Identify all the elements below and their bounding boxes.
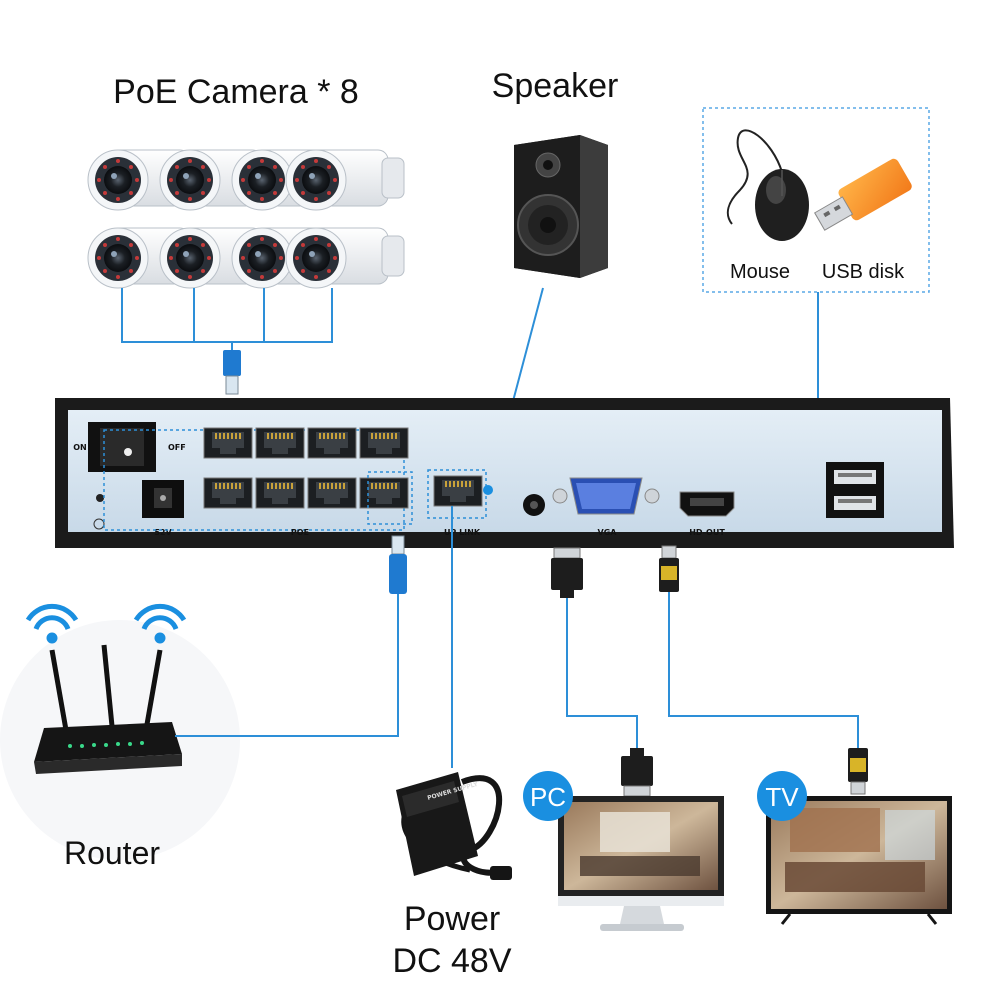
- poe-port-bank: POE: [203, 427, 409, 537]
- tv-icon: [766, 796, 952, 925]
- power-label-line1: Power: [404, 900, 500, 938]
- uplink-label: UP LINK: [444, 528, 481, 537]
- uplink-port: UP LINK: [427, 469, 487, 537]
- poe-port: [255, 477, 305, 509]
- hdmi-label: HD-OUT: [689, 528, 725, 537]
- hdmi-plug-icon: [659, 545, 679, 592]
- router-cable: [175, 594, 399, 737]
- mouse-label: Mouse: [730, 261, 790, 283]
- vga-plug-icon: [621, 748, 653, 797]
- audio-jack: [523, 494, 545, 516]
- router-icon: [34, 644, 182, 774]
- switch-off-label: OFF: [168, 443, 186, 452]
- ethernet-plug-icon: [389, 535, 407, 594]
- poe-port: [359, 477, 409, 509]
- camera-group: [87, 149, 405, 289]
- nvr-device: ON OFF 52V POE: [55, 398, 954, 548]
- nvr-rear-panel: [68, 410, 942, 532]
- hdmi-port: HD-OUT: [679, 491, 735, 537]
- pc-monitor-icon: [558, 796, 724, 931]
- wifi-icon: [25, 603, 79, 644]
- usb-disk-icon: [814, 158, 912, 231]
- vga-label: VGA: [598, 528, 618, 537]
- power-adapter-icon: POWER SUPPLY: [396, 772, 512, 880]
- tv-badge-text: TV: [765, 782, 799, 812]
- ethernet-plug-icon: [223, 350, 241, 395]
- poe-port-label: POE: [291, 528, 309, 537]
- poe-port: [307, 427, 357, 459]
- speaker-icon: [514, 135, 608, 278]
- usb-label: USB disk: [822, 261, 905, 283]
- switch-on-label: ON: [73, 443, 87, 452]
- camera-cables: [121, 288, 333, 352]
- speaker-connect-dot: [483, 485, 493, 495]
- usb-ports: [826, 462, 884, 518]
- dc-port-label: 52V: [154, 528, 172, 537]
- poe-port: [359, 427, 409, 459]
- ground-icon: [93, 518, 105, 530]
- pc-badge: PC: [523, 771, 573, 821]
- dc-power-port: 52V: [142, 480, 184, 537]
- vga-cable: [566, 598, 638, 748]
- mouse-icon: [726, 129, 809, 241]
- peripherals-box: [702, 107, 930, 293]
- speaker-label: Speaker: [492, 67, 619, 105]
- poe-port: [307, 477, 357, 509]
- hdmi-cable: [668, 592, 859, 748]
- vga-plug-icon: [551, 547, 583, 598]
- poe-port: [203, 427, 253, 459]
- vga-port: VGA: [552, 477, 660, 537]
- router-label: Router: [64, 835, 160, 871]
- camera-icon: [285, 227, 405, 289]
- poe-port: [255, 427, 305, 459]
- pc-badge-text: PC: [530, 782, 566, 812]
- wifi-icon: [133, 603, 187, 644]
- hdmi-plug-icon: [848, 748, 868, 795]
- power-label-line2: DC 48V: [392, 942, 511, 980]
- camera-icon: [285, 149, 405, 211]
- reset-hole: [96, 494, 104, 502]
- cameras-label: PoE Camera * 8: [113, 73, 359, 111]
- tv-badge: TV: [757, 771, 807, 821]
- poe-port: [203, 477, 253, 509]
